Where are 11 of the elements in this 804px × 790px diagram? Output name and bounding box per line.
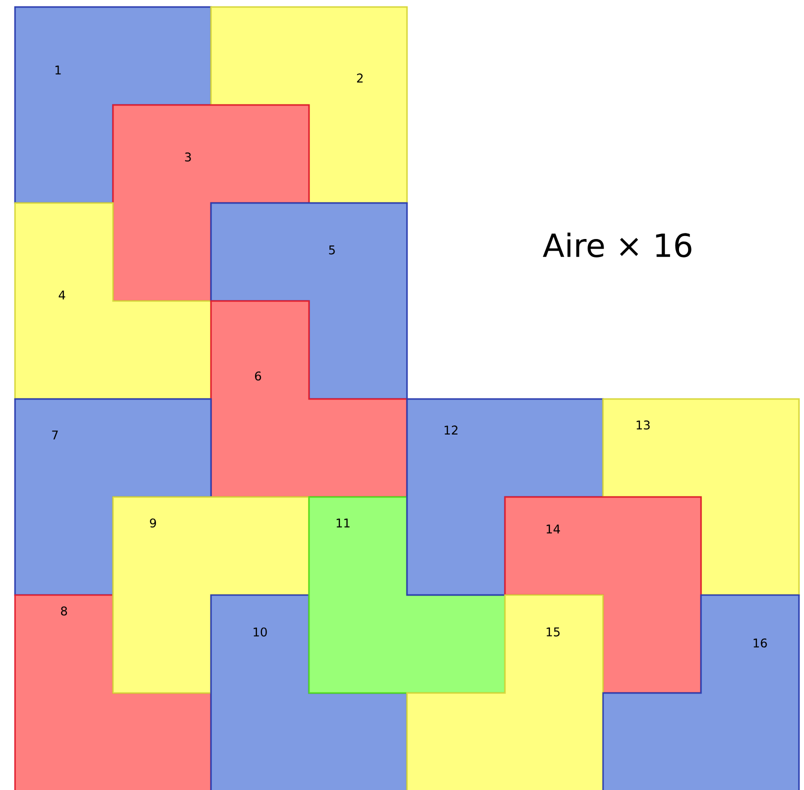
tromino-piece: 10 xyxy=(210,594,408,790)
tromino-piece: 3 xyxy=(112,104,310,302)
tromino-piece: 2 xyxy=(210,6,408,204)
tromino-piece: 11 xyxy=(308,496,506,694)
area-caption: Aire × 16 xyxy=(542,232,692,258)
tromino-piece: 4 xyxy=(14,202,212,400)
tromino-piece: 15 xyxy=(406,594,604,790)
tromino-piece: 8 xyxy=(14,594,212,790)
tromino-piece: 16 xyxy=(602,594,800,790)
tromino-piece: 13 xyxy=(602,398,800,596)
tromino-piece: 6 xyxy=(210,300,408,498)
